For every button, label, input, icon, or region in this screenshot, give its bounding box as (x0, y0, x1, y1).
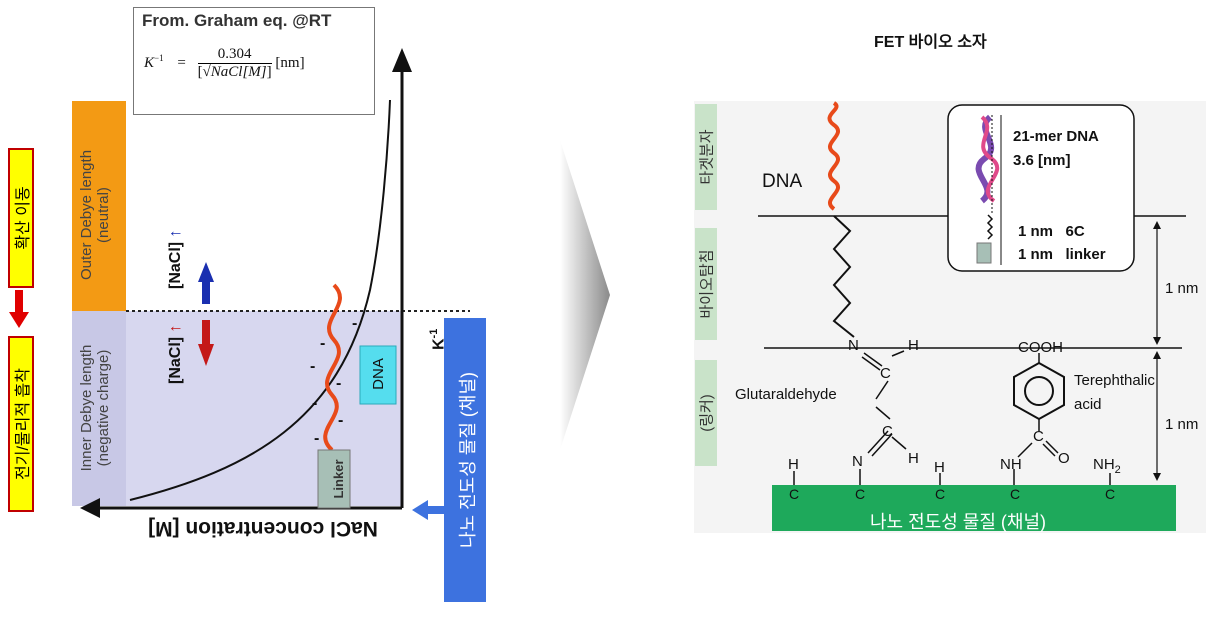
adsorption-label: 전기/물리적 흡착 (8, 336, 34, 512)
linker-box (317, 449, 351, 509)
chevron-right-icon (560, 140, 610, 450)
diffusion-label-text: 확산 이동 (15, 186, 32, 250)
atom-nh: NH (1000, 456, 1022, 473)
inset-line1: 21-mer DNA (1013, 128, 1099, 145)
atom-n-2: N (852, 453, 863, 470)
formula-title: From. Graham eq. @RT (142, 11, 332, 30)
atom-h-top: H (908, 337, 919, 354)
minus-sign: - (352, 315, 358, 332)
inset-box (947, 104, 1135, 272)
blue-up-arrow-icon (198, 262, 214, 282)
channel-bar (772, 485, 1176, 531)
channel-box: 나노 전도성 물질 (채널) (444, 318, 486, 602)
x-axis-label: NaCl concentration [M] (148, 517, 378, 540)
atom-c-2: C (882, 423, 893, 440)
diffusion-label: 확산 이동 (8, 148, 34, 288)
inset-linker: 1 nm linker (1018, 246, 1106, 263)
minus-sign: - (320, 335, 326, 352)
outer-debye-zone (72, 101, 126, 311)
linker-tag: (링커) (695, 360, 717, 466)
target-tag: 타겟분자 (695, 104, 717, 210)
dna-box (359, 345, 397, 405)
formula-box: From. Graham eq. @RT K−1 = 0.304 [√NaCl[… (133, 7, 375, 115)
minus-sign: - (310, 358, 316, 375)
x-axis-arrow-icon (80, 498, 100, 518)
y-axis-arrow-icon (392, 48, 412, 72)
dna-strand (323, 283, 342, 452)
adsorption-label-text: 전기/물리적 흡착 (15, 368, 32, 480)
surface-c-4: C (1010, 486, 1021, 502)
surface-c-2: C (855, 486, 866, 502)
plot-canvas (80, 48, 470, 518)
channel-label: 나노 전도성 물질 (채널) (870, 512, 1047, 532)
minus-sign: - (338, 412, 344, 429)
atom-c-1: C (880, 365, 891, 382)
benzene-ring (1013, 361, 1065, 421)
terephthalic-label: Terephthalic (1074, 372, 1155, 389)
atom-h-1: H (788, 456, 799, 473)
atom-n-top: N (848, 337, 859, 354)
down-arrow-icon (9, 290, 29, 330)
surface-c-5: C (1105, 486, 1116, 502)
dna-box-label: DNA (370, 358, 387, 390)
dimension-bottom: 1 nm (1165, 416, 1199, 433)
minus-sign: - (314, 430, 320, 447)
fet-diagram (758, 101, 1186, 531)
atom-h-mid: H (908, 450, 919, 467)
minus-sign: - (336, 375, 342, 392)
dna-strand-right (827, 101, 840, 211)
red-down-arrow-icon (198, 344, 214, 366)
debye-curve (129, 99, 391, 501)
glutaraldehyde-label: Glutaraldehyde (735, 386, 837, 403)
inner-debye-zone-strip (72, 311, 126, 506)
dna-label: DNA (762, 171, 803, 192)
left-arrow-icon (412, 500, 446, 525)
graham-formula: K−1 = 0.304 [√NaCl[M]] [nm] (144, 46, 305, 80)
surface-c-3: C (935, 486, 946, 502)
atom-nh2: NH2 (1093, 456, 1121, 476)
inset-line2: 3.6 [nm] (1013, 152, 1071, 169)
atom-o: O (1058, 450, 1070, 467)
linker-box-label: Linker (331, 459, 346, 499)
atom-h-2: H (934, 459, 945, 476)
minus-sign: - (312, 395, 318, 412)
dimension-top: 1 nm (1165, 280, 1199, 297)
probe-tag: 바이오탐침 (695, 228, 717, 340)
surface-c-1: C (789, 486, 800, 502)
inset-c6: 1 nm 6C (1018, 223, 1085, 240)
nacl-up-label: [NaCl] ↑ (167, 229, 184, 289)
terephthalic-acid-label: acid (1074, 396, 1102, 413)
nacl-down-label: [NaCl] ↑ (167, 324, 184, 384)
atom-c-ring: C (1033, 428, 1044, 445)
diagram-title: FET 바이오 소자 (874, 34, 987, 51)
cooh-label: COOH (1018, 339, 1063, 356)
